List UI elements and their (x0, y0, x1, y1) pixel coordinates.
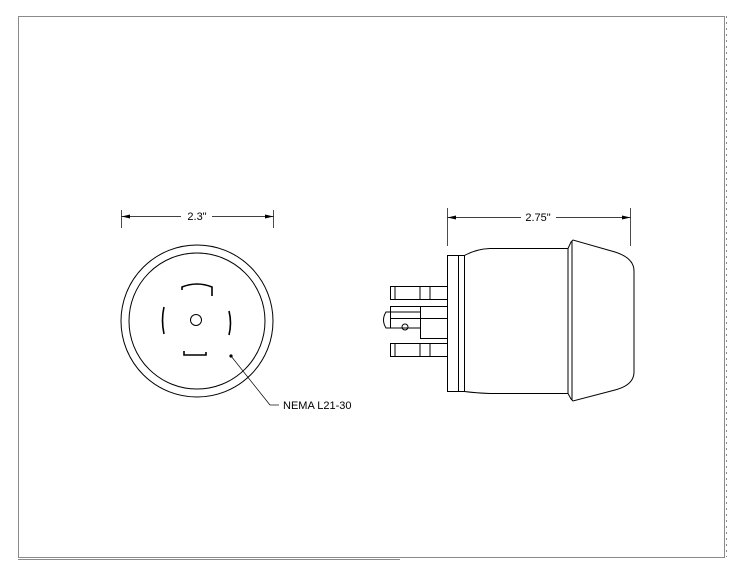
front-width-dimension: 2.3" (121, 210, 274, 228)
slot-right (228, 310, 232, 336)
side-length-dimension: 2.75" (447, 208, 631, 246)
slot-top (181, 283, 213, 296)
receptacle-body (464, 248, 569, 394)
front-view: 2.3" (120, 210, 274, 398)
sheet-border (18, 16, 727, 560)
ground-pin-hole (190, 314, 202, 326)
front-dimension-label: 2.3" (187, 211, 206, 223)
side-view: 2.75" (383, 208, 635, 402)
slot-bottom (183, 351, 207, 356)
plug-blades (383, 286, 448, 357)
receptacle-outer-rim (120, 244, 274, 398)
receptacle-face (128, 252, 266, 390)
flange (447, 255, 465, 392)
callout-label: NEMA L21-30 (283, 400, 351, 412)
blade-slots (161, 283, 232, 356)
rear-cap (567, 239, 635, 402)
callout: NEMA L21-30 (230, 355, 351, 412)
side-dimension-label: 2.75" (525, 212, 550, 224)
slot-left (161, 306, 165, 335)
